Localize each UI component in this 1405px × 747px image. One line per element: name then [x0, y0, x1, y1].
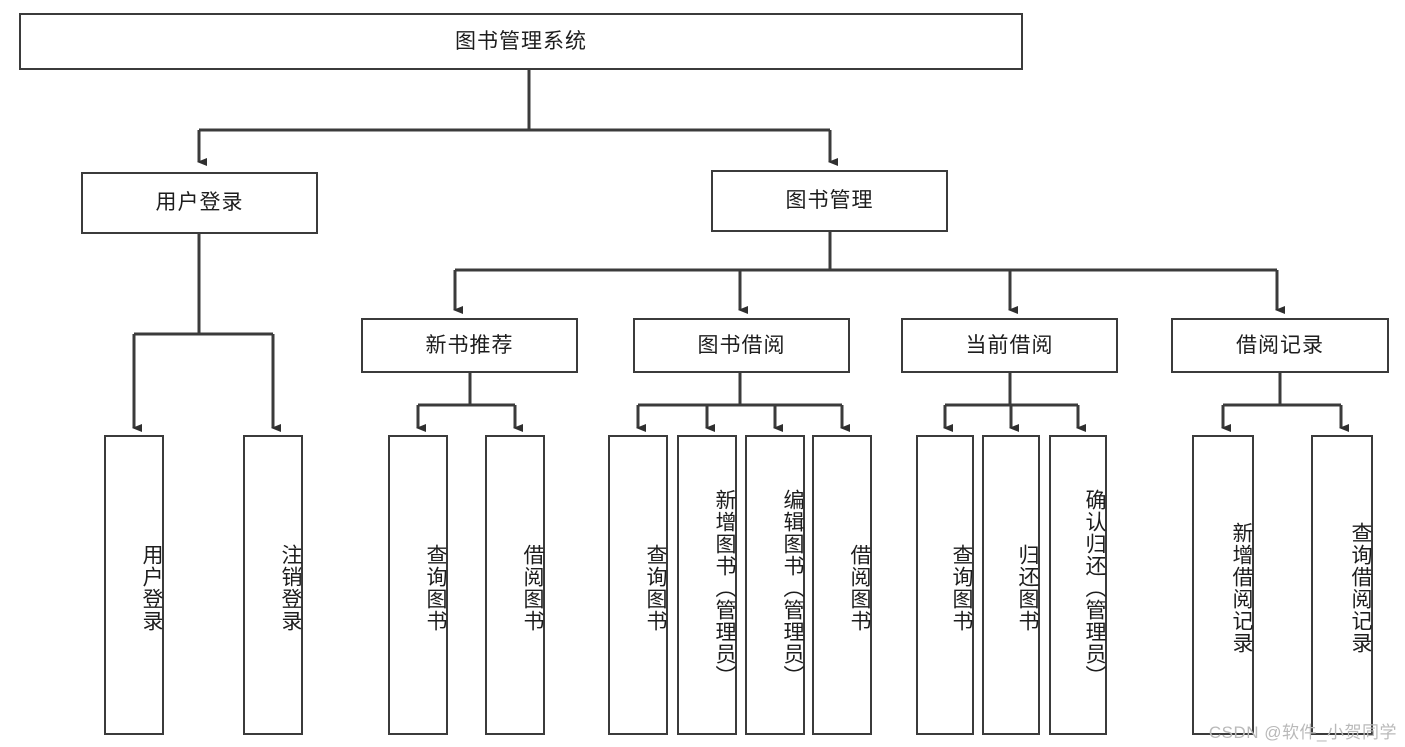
leaf-borrow-add-book-admin[interactable]: 新增图书（管理员）: [677, 435, 737, 735]
node-book-management[interactable]: 图书管理: [711, 170, 948, 232]
leaf-user-login-logout[interactable]: 注销登录: [243, 435, 303, 735]
node-label: 确认归还（管理员）: [1083, 489, 1106, 687]
leaf-current-query-book[interactable]: 查询图书: [916, 435, 974, 735]
leaf-current-return-book[interactable]: 归还图书: [982, 435, 1040, 735]
node-label: 用户登录: [140, 544, 163, 632]
node-label: 借阅图书: [521, 544, 544, 632]
leaf-borrow-borrow-book[interactable]: 借阅图书: [812, 435, 872, 735]
node-root-title[interactable]: 图书管理系统: [19, 13, 1023, 70]
node-user-login[interactable]: 用户登录: [81, 172, 318, 234]
node-label: 图书管理系统: [455, 29, 587, 53]
node-label: 查询图书: [950, 544, 973, 632]
node-label: 编辑图书（管理员）: [781, 489, 804, 687]
node-label: 查询借阅记录: [1349, 522, 1372, 654]
node-new-book-recommend[interactable]: 新书推荐: [361, 318, 578, 373]
node-label: 新增图书（管理员）: [713, 489, 736, 687]
leaf-records-add-record[interactable]: 新增借阅记录: [1192, 435, 1254, 735]
node-label: 注销登录: [279, 544, 302, 632]
node-label: 用户登录: [155, 191, 244, 215]
node-label: 当前借阅: [965, 333, 1054, 357]
node-label: 归还图书: [1016, 544, 1039, 632]
node-label: 图书借阅: [697, 333, 786, 357]
node-label: 新书推荐: [425, 333, 514, 357]
node-current-borrow[interactable]: 当前借阅: [901, 318, 1118, 373]
leaf-recommend-borrow-book[interactable]: 借阅图书: [485, 435, 545, 735]
node-label: 图书管理: [785, 189, 874, 213]
node-label: 查询图书: [424, 544, 447, 632]
leaf-borrow-edit-book-admin[interactable]: 编辑图书（管理员）: [745, 435, 805, 735]
node-label: 借阅记录: [1236, 333, 1324, 357]
node-label: 查询图书: [644, 544, 667, 632]
leaf-borrow-query-book[interactable]: 查询图书: [608, 435, 668, 735]
leaf-recommend-query-book[interactable]: 查询图书: [388, 435, 448, 735]
leaf-current-confirm-return-admin[interactable]: 确认归还（管理员）: [1049, 435, 1107, 735]
node-borrow-records[interactable]: 借阅记录: [1171, 318, 1389, 373]
leaf-user-login-login[interactable]: 用户登录: [104, 435, 164, 735]
node-label: 新增借阅记录: [1230, 522, 1253, 654]
leaf-records-query-record[interactable]: 查询借阅记录: [1311, 435, 1373, 735]
node-label: 借阅图书: [848, 544, 871, 632]
node-book-borrow[interactable]: 图书借阅: [633, 318, 850, 373]
